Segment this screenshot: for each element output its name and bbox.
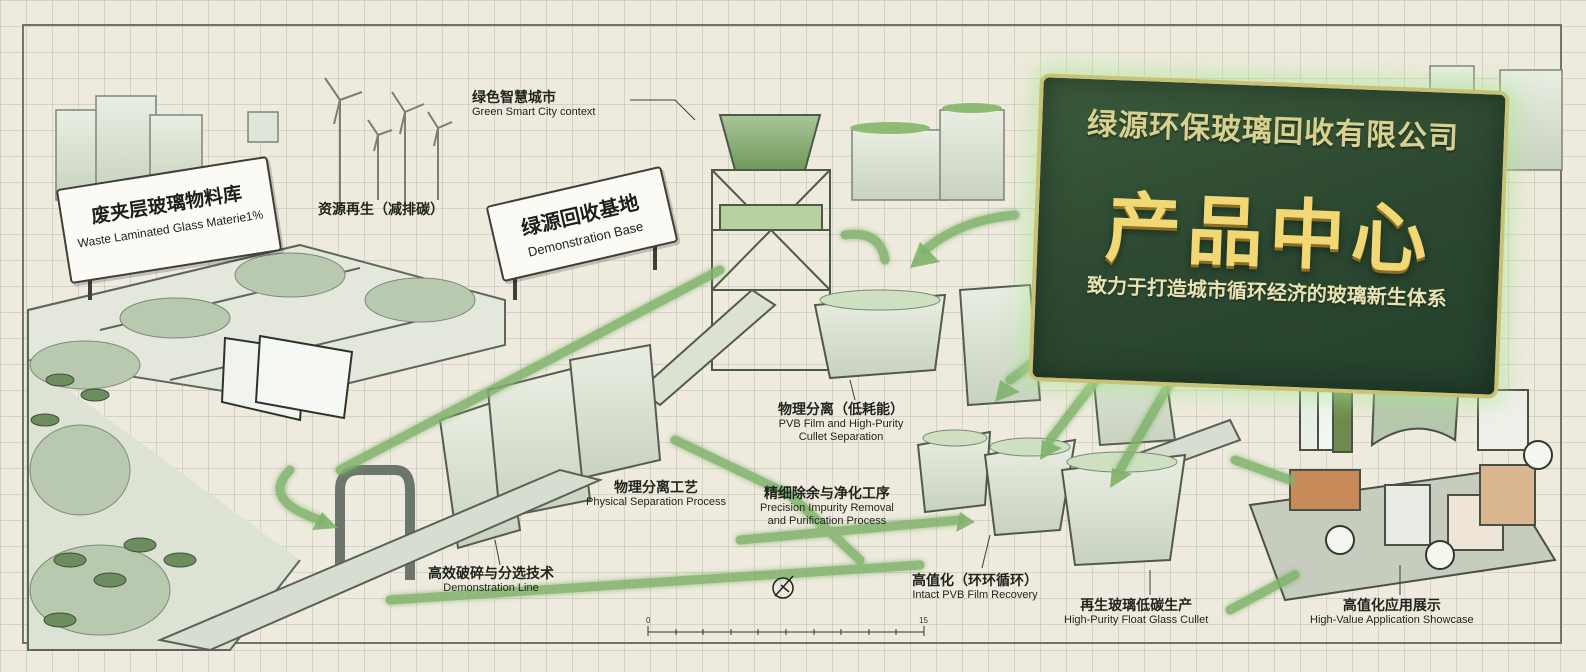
label-float-glass-zh: 再生玻璃低碳生产 — [1080, 598, 1193, 614]
arrow-heads — [312, 242, 1132, 532]
label-city-zh: 绿色智慧城市 — [472, 90, 556, 106]
hopper-tower — [711, 114, 831, 371]
label-demo-line-en: Demonstration Line — [443, 582, 539, 595]
label-physical-separation-zh: 物理分离（低耗能） — [778, 402, 904, 418]
eco-badges — [1325, 440, 1553, 570]
leader-lines — [494, 99, 1401, 595]
label-precision-zh: 精细除余与净化工序 — [763, 486, 890, 502]
label-physical-separation-en1: PVB Film and High-Purity — [778, 418, 904, 431]
glass-bottles — [30, 373, 197, 628]
label-demo-line-zh: 高效破碎与分选技术 — [428, 566, 554, 582]
cullet-bins — [813, 293, 1187, 567]
label-physical-separation: 物理分离（低耗能） PVB Film and High-Purity Culle… — [778, 402, 904, 443]
compass-icon — [772, 575, 794, 599]
label-showcase: 高值化应用展示 High-Value Application Showcase — [1310, 598, 1474, 627]
company-name: 绿源环保玻璃回收有限公司 — [1086, 106, 1460, 157]
label-pvb: 高值化（环环循环） Intact PVB Film Recovery — [912, 573, 1038, 602]
scale-bar: 0 15 — [646, 616, 928, 636]
scale-end: 15 — [919, 616, 928, 625]
label-showcase-zh: 高值化应用展示 — [1342, 598, 1441, 614]
label-resource-zh: 资源再生（减排碳） — [318, 202, 444, 218]
label-precision: 精细除余与净化工序 Precision Impurity Removal and… — [760, 486, 894, 527]
scale-ticks — [647, 626, 925, 636]
label-precision-en2: and Purification Process — [767, 514, 887, 527]
glass-shards — [29, 252, 476, 636]
label-float-glass-en: High-Purity Float Glass Cullet — [1064, 614, 1209, 627]
label-pvb-en: Intact PVB Film Recovery — [912, 589, 1038, 602]
inclined-conveyor — [638, 288, 777, 407]
label-showcase-en: High-Value Application Showcase — [1310, 614, 1474, 627]
product-center-board: 绿源环保玻璃回收有限公司 产品中心 致力于打造城市循环经济的玻璃新生体系 — [1028, 73, 1510, 399]
label-demo-line: 高效破碎与分选技术 Demonstration Line — [428, 566, 554, 595]
pipe-arch — [335, 465, 415, 580]
showcase-table — [1248, 352, 1557, 602]
scale-start: 0 — [646, 616, 651, 625]
wind-turbines — [324, 77, 453, 210]
label-pvb-zh: 高值化（环环循环） — [912, 573, 1038, 589]
label-process-en: Physical Separation Process — [586, 496, 727, 509]
windshield-panes — [220, 334, 354, 422]
label-resource: 资源再生（减排碳） — [318, 202, 444, 218]
label-precision-en1: Precision Impurity Removal — [760, 502, 894, 515]
border-frame — [22, 24, 1562, 644]
label-city: 绿色智慧城市 Green Smart City context — [472, 90, 596, 119]
label-process: 物理分离工艺 Physical Separation Process — [586, 480, 726, 509]
label-process-zh: 物理分离工艺 — [614, 480, 698, 496]
label-physical-separation-en2: Cullet Separation — [798, 430, 884, 443]
label-float-glass: 再生玻璃低碳生产 High-Purity Float Glass Cullet — [1064, 598, 1208, 627]
label-city-en: Green Smart City context — [472, 106, 596, 119]
